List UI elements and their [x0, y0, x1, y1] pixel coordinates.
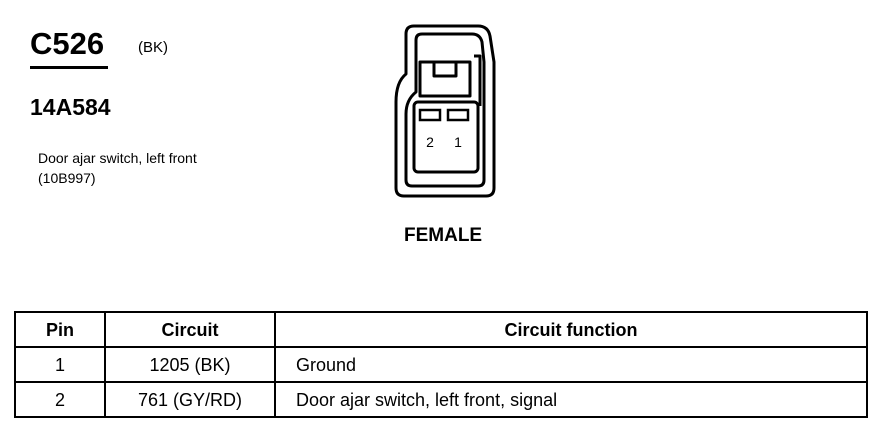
- connector-rail: [474, 54, 482, 106]
- connector-face-diagram: 2 1: [394, 24, 496, 198]
- table-header-row: Pin Circuit Circuit function: [14, 311, 868, 348]
- column-header-circuit-function: Circuit function: [274, 311, 868, 348]
- part-number: 14A584: [30, 94, 111, 120]
- connector-gender-label: FEMALE: [404, 225, 483, 246]
- circuit-function-cell: Door ajar switch, left front, signal: [274, 381, 868, 418]
- connector-housing-inner: [404, 32, 486, 188]
- circuit-cell: 761 (GY/RD): [104, 381, 276, 418]
- terminal-cavity-1: [446, 108, 470, 122]
- circuit-function-cell: Ground: [274, 346, 868, 383]
- connector-id: C526: [30, 26, 105, 61]
- connector-description: Door ajar switch, left front (10B997): [38, 150, 197, 186]
- pin-cell: 1: [14, 346, 106, 383]
- pinout-table: Pin Circuit Circuit function 1 1205 (BK)…: [14, 311, 868, 418]
- connector-id-underline: [30, 66, 108, 69]
- column-header-circuit: Circuit: [104, 311, 276, 348]
- connector-latch: [418, 60, 472, 98]
- circuit-cell: 1205 (BK): [104, 346, 276, 383]
- terminal-body: [412, 100, 480, 174]
- terminal-cavity-2: [418, 108, 442, 122]
- table-row: 1 1205 (BK) Ground: [14, 346, 868, 383]
- pin-cell: 2: [14, 381, 106, 418]
- table-row: 2 761 (GY/RD) Door ajar switch, left fro…: [14, 381, 868, 418]
- connector-housing-outer: [394, 24, 496, 198]
- connector-latch-tab: [432, 62, 458, 78]
- connector-color: (BK): [138, 39, 168, 56]
- pin-label-1: 1: [454, 134, 462, 150]
- column-header-pin: Pin: [14, 311, 106, 348]
- pin-label-2: 2: [426, 134, 434, 150]
